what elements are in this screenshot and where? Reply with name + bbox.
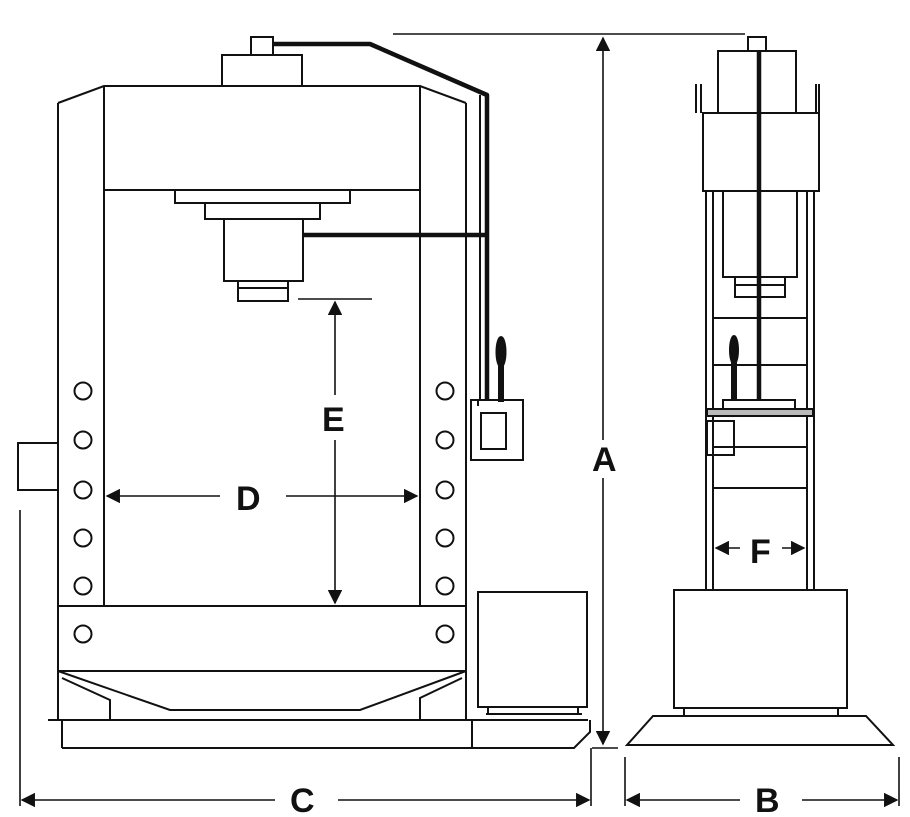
dimension-lines [19,33,900,808]
dim-label-f: F [750,533,771,571]
press-bed [57,605,467,720]
dim-label-e: E [322,401,345,439]
side-lever [729,335,739,401]
dim-label-d: D [236,480,261,518]
motor-box [477,591,588,715]
dim-label-a: A [592,441,617,479]
side-base [624,715,896,746]
front-base [48,719,591,749]
left-column-holes [73,381,93,644]
control-lever [495,336,507,402]
side-bed-plate [706,408,814,417]
ram-cylinder [204,202,321,302]
dim-label-b: B [755,782,780,817]
front-view [17,36,591,749]
side-motor-box [673,589,848,709]
right-column [419,103,467,720]
side-pump-block [17,442,59,491]
right-column-holes [435,381,455,644]
hydraulic-hoses [273,41,490,400]
front-frame-top [57,85,467,104]
side-columns [705,191,815,590]
dim-label-c: C [290,782,315,817]
control-valve [470,399,524,461]
left-column [57,86,105,720]
